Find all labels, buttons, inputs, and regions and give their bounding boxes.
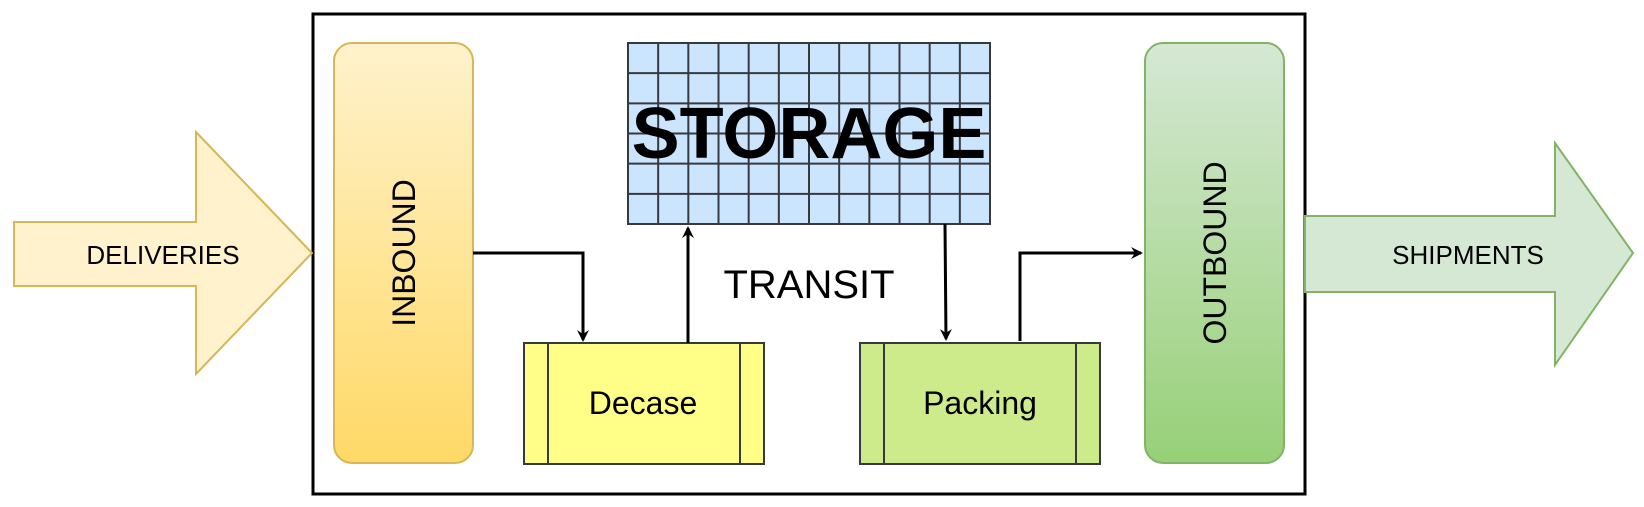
deliveries-arrow-shape xyxy=(13,129,314,377)
inbound-label: INBOUND xyxy=(386,179,422,327)
packing-box xyxy=(859,342,1101,465)
edge-inbound-to-decase xyxy=(473,251,589,342)
shipments-arrow: SHIPMENTS xyxy=(1304,139,1635,369)
packing-label: Packing xyxy=(923,385,1037,421)
edge-storage-to-packing xyxy=(939,223,952,341)
storage-node: STORAGE xyxy=(627,42,991,225)
decase-label: Decase xyxy=(589,385,698,421)
packing-node: Packing xyxy=(859,342,1101,465)
storage-grid-lines xyxy=(628,43,990,224)
outbound-label: OUTBOUND xyxy=(1197,161,1233,344)
decase-box xyxy=(523,342,765,465)
inbound-node: INBOUND xyxy=(333,42,474,464)
shipments-label: SHIPMENTS xyxy=(1392,240,1544,270)
shipments-arrow-shape xyxy=(1304,139,1635,369)
deliveries-arrow: DELIVERIES xyxy=(13,129,314,377)
edge-packing-to-outbound xyxy=(1018,247,1143,341)
transit-label: TRANSIT xyxy=(723,263,894,307)
outbound-node: OUTBOUND xyxy=(1144,42,1285,464)
outbound-box xyxy=(1144,42,1285,464)
decase-node: Decase xyxy=(523,342,765,465)
deliveries-label: DELIVERIES xyxy=(86,240,239,270)
storage-label: STORAGE xyxy=(632,94,987,174)
